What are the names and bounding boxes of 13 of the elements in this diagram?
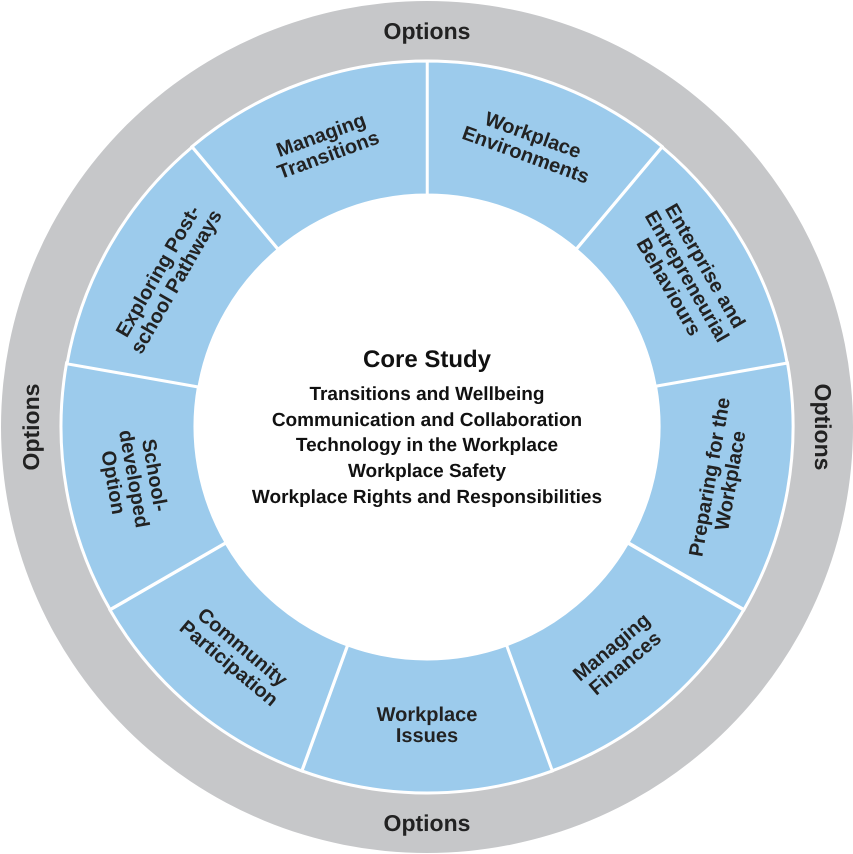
ring-label: Options	[810, 384, 836, 470]
core-topic: Workplace Rights and Responsibilities	[250, 486, 604, 510]
segment-label: Preparing for the Workplace	[686, 394, 752, 560]
segment-label: Workplace Issues	[376, 704, 478, 747]
core-heading: Core Study	[362, 344, 492, 375]
segment-label: School-developed Option	[94, 427, 172, 532]
ring-label: Options	[384, 810, 470, 836]
ring-label: Options	[384, 18, 470, 44]
core-topic: Communication and Collaboration	[270, 408, 584, 433]
ring-label: Options	[18, 384, 44, 470]
core-topic: Workplace Safety	[346, 460, 508, 484]
core-topic: Transitions and Wellbeing	[308, 383, 546, 408]
core-topic: Technology in the Workplace	[294, 434, 560, 458]
